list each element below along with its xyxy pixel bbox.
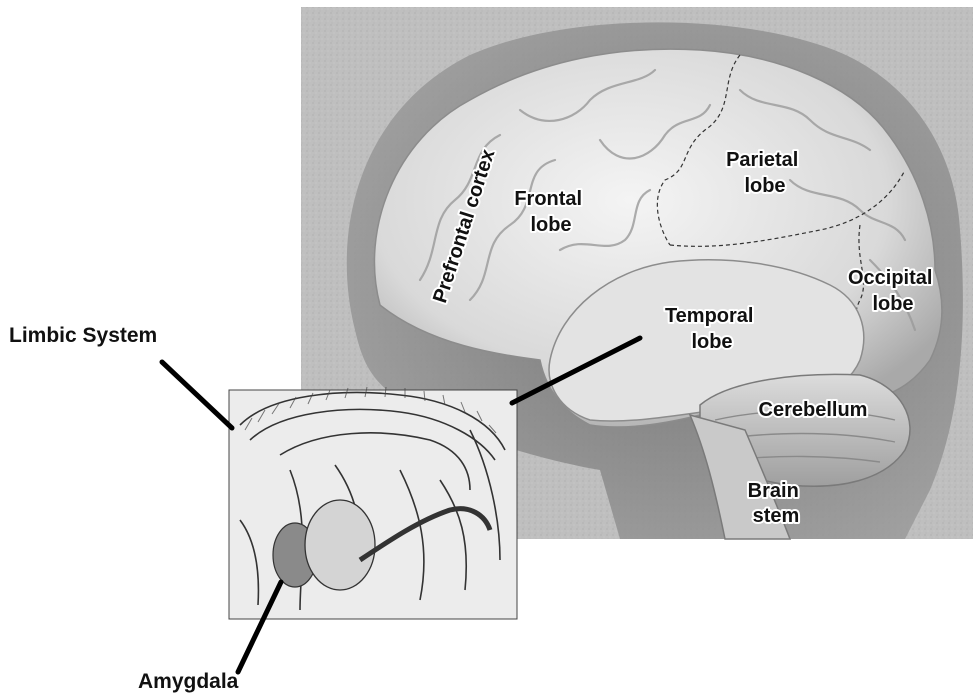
limbic-system-label: Limbic System: [9, 324, 157, 347]
occipital-lobe-line2: lobe: [872, 293, 913, 315]
brain-stem-line1: Brain: [748, 480, 799, 502]
temporal-lobe-line2: lobe: [691, 331, 732, 353]
limbic-pointer-line: [162, 362, 232, 428]
amygdala-label: Amygdala: [138, 670, 239, 693]
temporal-lobe-line1: Temporal: [665, 305, 754, 327]
limbic-inset: [229, 387, 517, 619]
frontal-lobe-line2: lobe: [530, 214, 571, 236]
brain-stem-line2: stem: [753, 505, 800, 527]
cerebellum-label: Cerebellum: [759, 399, 868, 421]
parietal-lobe-line1: Parietal: [726, 149, 798, 171]
occipital-lobe-line1: Occipital: [848, 267, 932, 289]
parietal-lobe-line2: lobe: [744, 175, 785, 197]
frontal-lobe-line1: Frontal: [514, 188, 582, 210]
